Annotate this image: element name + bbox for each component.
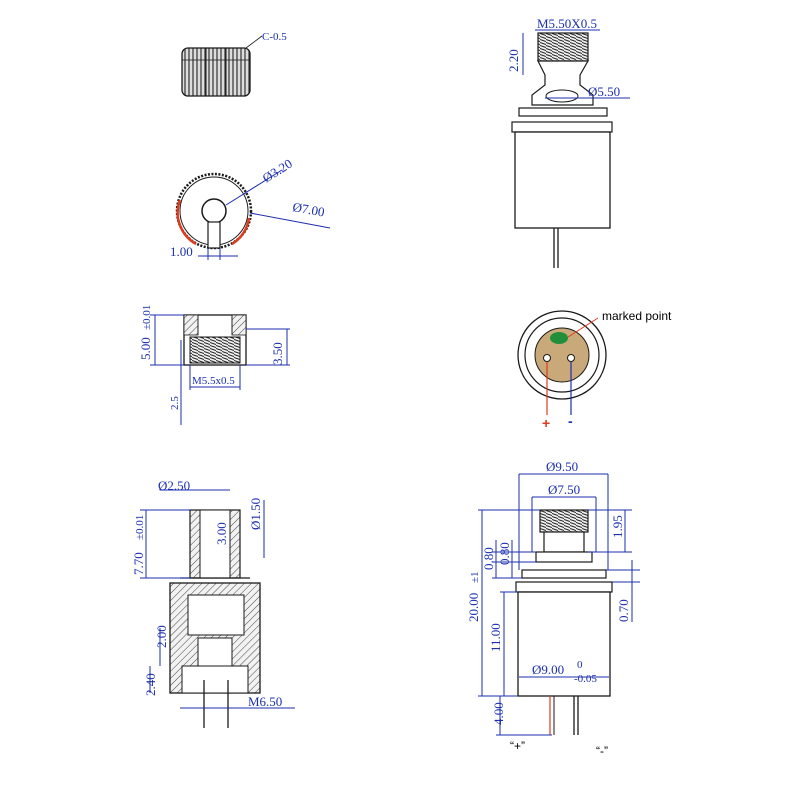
connector-bottom-view: marked point + - <box>517 309 672 431</box>
dia-550-label: Ø5.50 <box>588 84 620 99</box>
len-1100-label: 11.00 <box>488 623 503 652</box>
dia-150-label: Ø1.50 <box>248 498 263 530</box>
slot-100-label: 1.00 <box>170 244 193 259</box>
tol-900-up-label: 0 <box>577 659 583 671</box>
marked-point-dot <box>550 332 568 344</box>
dia-700-label: Ø7.00 <box>291 199 325 219</box>
tol-770-label: ±0.01 <box>134 515 146 540</box>
len-2000-label: 20.00 <box>466 593 481 622</box>
dia-250-label: Ø2.50 <box>158 478 190 493</box>
m650-label: M6.50 <box>248 694 282 709</box>
minus-sign: - <box>568 413 573 429</box>
cap-side-view: C-0.5 <box>181 31 287 97</box>
thread-top-label: M5.50X0.5 <box>537 16 597 31</box>
connector-dimension-view: Ø9.50 Ø7.50 1.95 0.70 0.80 0.80 20.00 ±1… <box>466 459 640 758</box>
dia-900-label: Ø9.00 <box>532 662 564 677</box>
body-section-view: Ø2.50 Ø1.50 3.00 7.70 ±0.01 2.00 2.40 M6… <box>131 478 295 728</box>
chamfer-label: C-0.5 <box>262 31 287 43</box>
height-770-label: 7.70 <box>131 552 146 575</box>
height-500-label: 5.00 <box>138 337 153 360</box>
dia-950-label: Ø9.50 <box>546 459 578 474</box>
connector-side-view: M5.50X0.5 2.20 Ø5.50 <box>506 16 630 268</box>
len-400-label: 4.00 <box>491 702 506 725</box>
height-220-label: 2.20 <box>506 49 521 72</box>
len-300-label: 3.00 <box>214 522 229 545</box>
plus-sign: + <box>542 415 550 431</box>
marked-point-label: marked point <box>602 309 672 323</box>
thread-cap-label: M5.5x0.5 <box>192 375 235 387</box>
len-080b-label: 0.80 <box>497 542 512 565</box>
pin-face <box>534 327 590 383</box>
len-200-label: 2.00 <box>154 625 169 648</box>
tol-900-low-label: -0.05 <box>574 673 597 685</box>
len-240-label: 2.40 <box>143 673 158 696</box>
pin-minus-label: “-” <box>596 744 608 758</box>
len-070-label: 0.70 <box>616 599 631 622</box>
dia-320-label: Ø3.20 <box>260 156 295 186</box>
len-25-label: 2.5 <box>169 396 181 410</box>
cap-section-view: 5.00 ±0.01 3.50 M5.5x0.5 2.5 <box>138 305 290 425</box>
pin-plus-label: “+” <box>510 739 525 753</box>
tol-500-label: ±0.01 <box>141 305 153 330</box>
tol-2000-label: ±1 <box>469 571 481 583</box>
len-080a-label: 0.80 <box>481 547 496 570</box>
height-350-label: 3.50 <box>270 342 285 365</box>
cap-top-view: Ø3.20 Ø7.00 1.00 <box>170 156 331 260</box>
len-195-label: 1.95 <box>610 515 625 538</box>
dia-750-label: Ø7.50 <box>548 482 580 497</box>
